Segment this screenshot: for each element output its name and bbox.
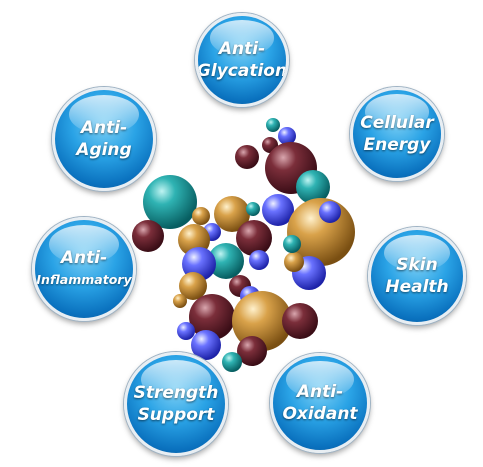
molecule-atom [262, 194, 294, 226]
molecule-atom [249, 250, 269, 270]
molecule-atom [235, 145, 259, 169]
molecule-atom [222, 352, 242, 372]
molecule-atom [284, 252, 304, 272]
benefit-label-line: Cellular [360, 113, 434, 133]
molecule-atom [191, 330, 221, 360]
benefit-skin-health: Skin Health [368, 227, 466, 325]
benefit-label-line: Oxidant [282, 404, 358, 424]
benefit-label-line: Strength [133, 383, 219, 403]
benefit-label-line: Skin [396, 255, 438, 275]
benefit-label-line: Anti- [80, 118, 128, 138]
benefit-label-line: Anti- [60, 248, 108, 268]
molecule-atom [296, 170, 330, 204]
benefit-anti-oxidant: Anti- Oxidant [270, 353, 370, 453]
benefit-label-line: Aging [76, 140, 132, 160]
molecule-atom [192, 207, 210, 225]
molecule-atom [132, 220, 164, 252]
molecule-atom [177, 322, 195, 340]
molecule-atom [208, 243, 244, 279]
benefit-label-line: Support [137, 405, 215, 425]
molecule-atom [236, 220, 272, 256]
benefit-label-line: Health [385, 277, 449, 297]
benefit-anti-inflammatory: Anti- Inflammatory [32, 217, 136, 321]
molecule-atom [232, 291, 292, 351]
molecule-atom [283, 235, 301, 253]
molecule-atom [237, 336, 267, 366]
benefit-label-line: Anti- [218, 39, 266, 59]
molecule-atom [282, 303, 318, 339]
benefit-label-line: Inflammatory [36, 272, 132, 287]
benefit-label-line: Glycation [196, 61, 288, 81]
molecule-atom [189, 294, 235, 340]
benefit-anti-glycation: Anti- Glycation [195, 13, 289, 107]
benefit-strength-support: Strength Support [124, 352, 228, 456]
benefit-label-line: Anti- [296, 382, 344, 402]
molecule-atom [319, 201, 341, 223]
molecule-atom [143, 175, 197, 229]
molecule-atom [246, 202, 260, 216]
molecule-atom [214, 196, 250, 232]
molecule-atom [173, 294, 187, 308]
molecule-atom [266, 118, 280, 132]
benefit-anti-aging: Anti- Aging [52, 87, 156, 191]
benefit-cellular-energy: Cellular Energy [350, 87, 444, 181]
molecule-atom [278, 127, 296, 145]
molecule-atom [179, 272, 207, 300]
benefit-label-line: Energy [363, 135, 431, 155]
